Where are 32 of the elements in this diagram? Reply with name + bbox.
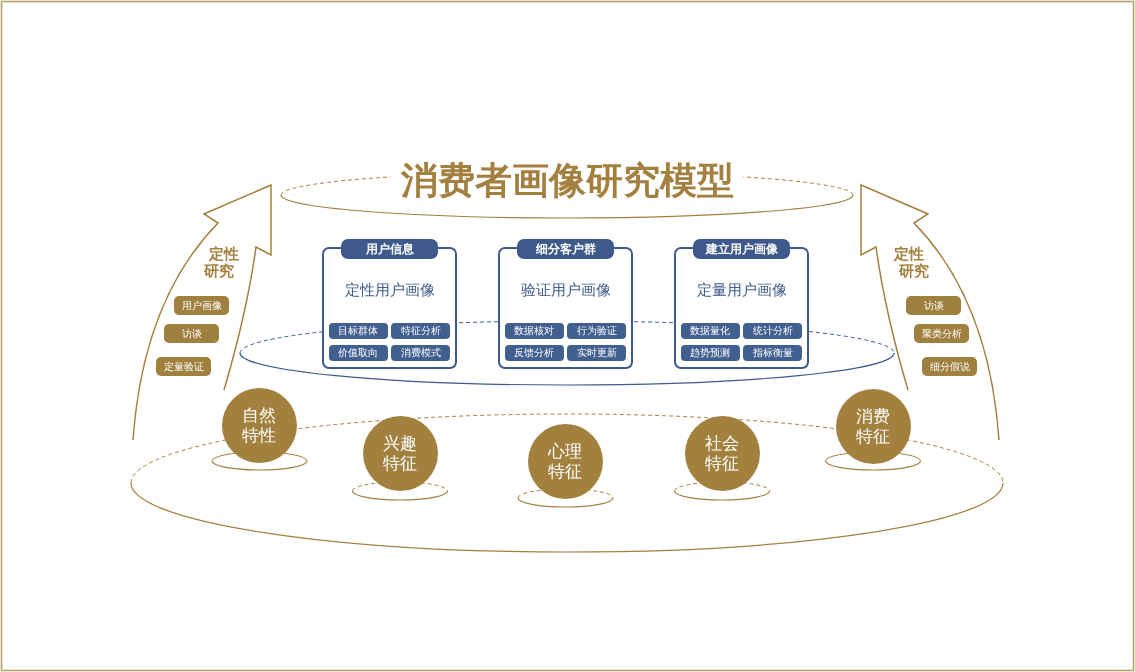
- keyword-tag: 数据量化: [680, 323, 740, 339]
- keyword-tag: 消费模式: [391, 344, 450, 361]
- keyword-tag: 实时更新: [567, 344, 626, 361]
- keyword-tag: 价值取向: [328, 344, 388, 361]
- method-tag: 访谈: [906, 296, 961, 315]
- circle-label: 自然特性: [241, 405, 278, 445]
- circle-label: 消费特征: [855, 406, 891, 446]
- circle-label: 社会特征: [704, 433, 740, 473]
- card-title: 验证用户画像: [520, 280, 611, 300]
- method-tag: 访谈: [164, 324, 219, 343]
- card-header: 细分客户群: [517, 239, 614, 259]
- card-title: 定量用户画像: [696, 280, 787, 300]
- keyword-tag: 指标衡量: [743, 344, 802, 361]
- card-header: 用户信息: [341, 239, 438, 259]
- keyword-tag: 反馈分析: [504, 344, 564, 361]
- keyword-tag: 数据核对: [504, 323, 564, 339]
- diagram-title: 消费者画像研究模型: [390, 160, 744, 202]
- circle-label: 心理特征: [547, 441, 584, 481]
- method-tag: 聚类分析: [914, 324, 969, 343]
- keyword-tag: 特征分析: [391, 323, 450, 339]
- method-tag: 细分假说: [922, 357, 977, 376]
- keyword-tag: 行为验证: [567, 323, 626, 339]
- card-title: 定性用户画像: [344, 280, 435, 300]
- method-tag: 用户画像: [174, 296, 229, 315]
- circle-label: 兴趣特征: [382, 433, 418, 473]
- keyword-tag: 趋势预测: [680, 344, 740, 361]
- arrow-label: 定性研究: [894, 246, 930, 280]
- arrow-label: 定性研究: [204, 246, 240, 280]
- keyword-tag: 目标群体: [328, 323, 388, 339]
- card-header: 建立用户画像: [693, 239, 790, 259]
- method-tag: 定量验证: [156, 357, 211, 376]
- keyword-tag: 统计分析: [743, 323, 802, 339]
